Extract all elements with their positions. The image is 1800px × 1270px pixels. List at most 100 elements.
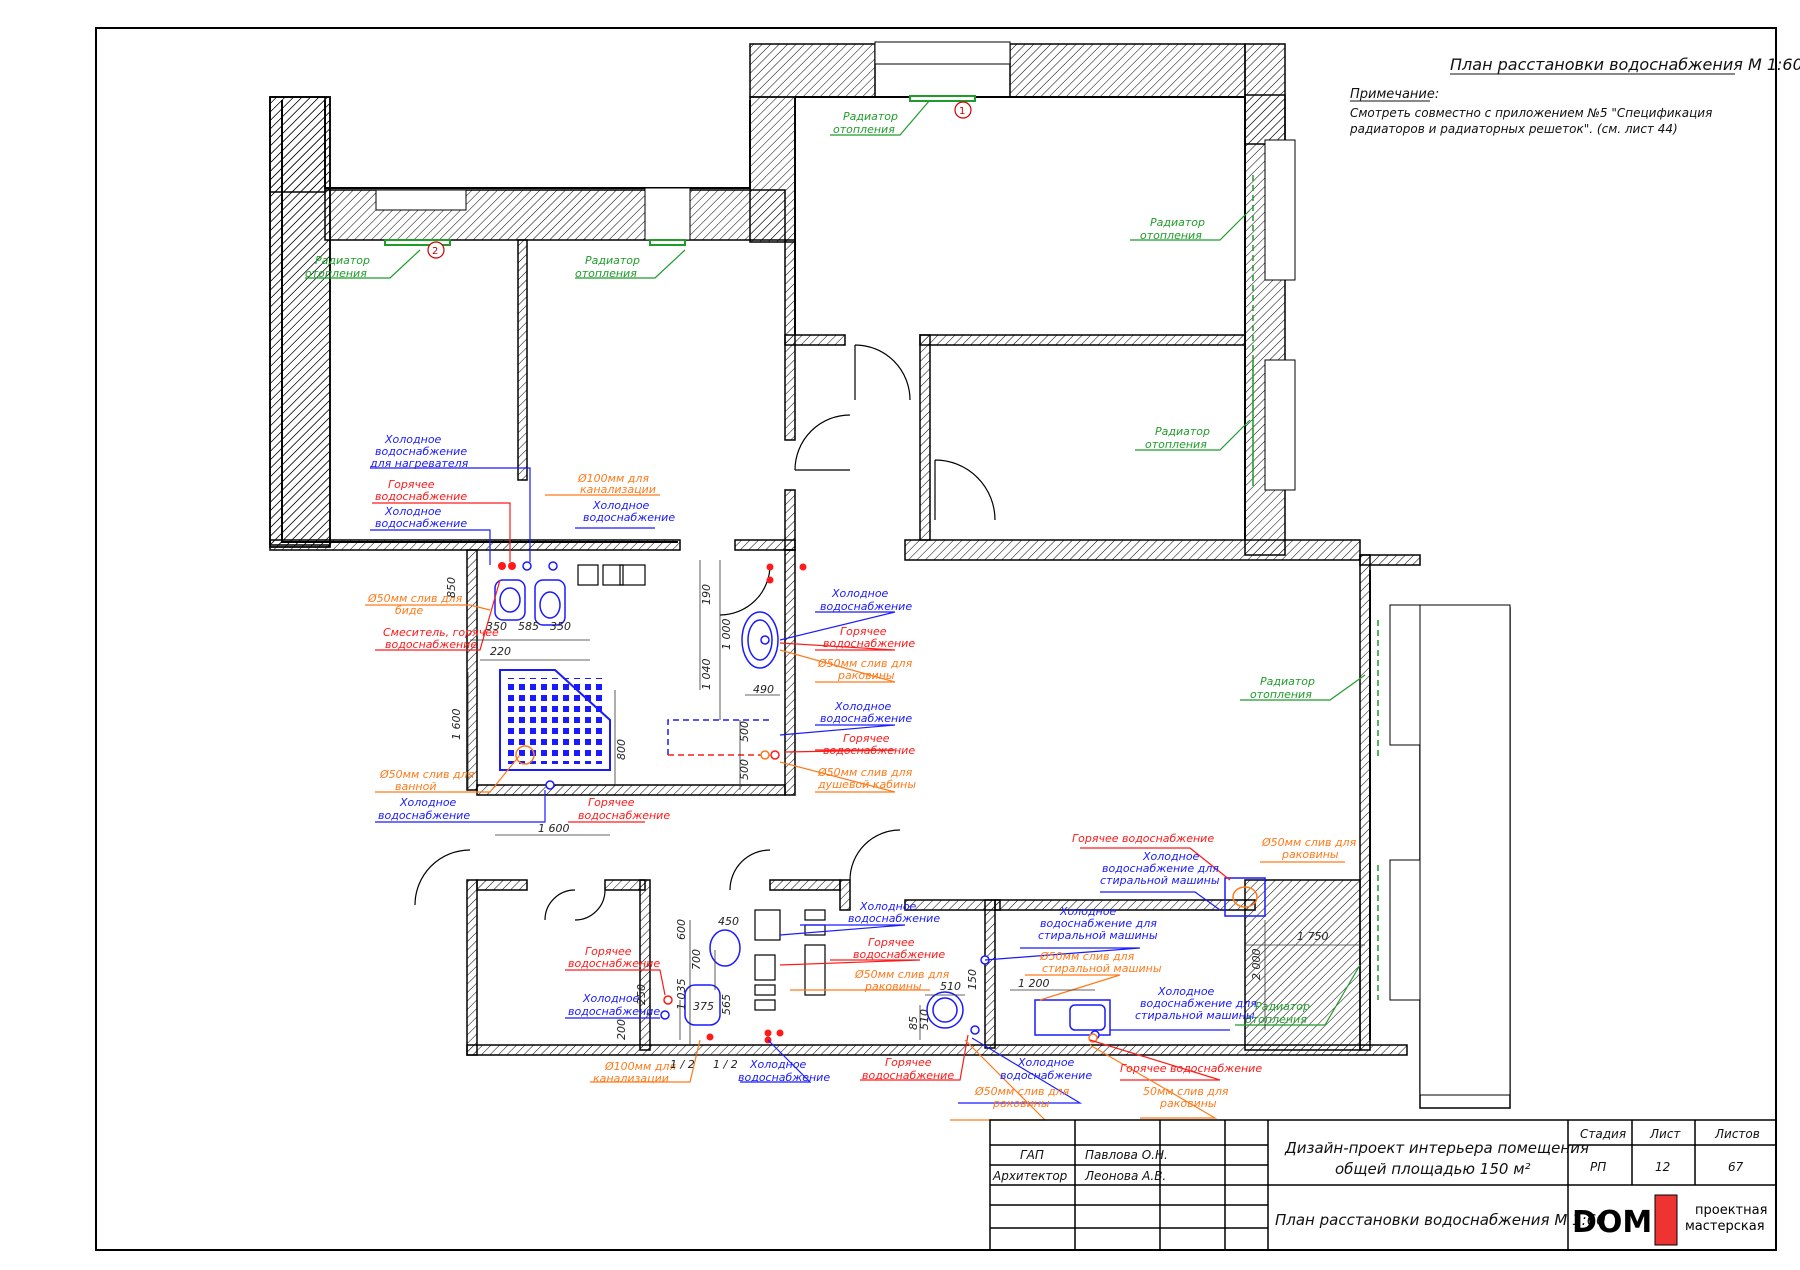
svg-text:Горячее: Горячее xyxy=(840,625,887,638)
washbasin-fixture xyxy=(741,611,779,669)
svg-text:150: 150 xyxy=(966,969,979,990)
svg-text:510: 510 xyxy=(940,980,961,993)
svg-text:Радиатор: Радиатор xyxy=(843,110,898,123)
svg-text:Холодное: Холодное xyxy=(859,900,917,913)
svg-text:1 600: 1 600 xyxy=(450,709,463,741)
svg-text:600: 600 xyxy=(675,919,688,940)
svg-text:стиральной машины: стиральной машины xyxy=(1038,929,1158,942)
svg-text:50мм слив для: 50мм слив для xyxy=(1143,1085,1229,1098)
title-block xyxy=(989,1119,1777,1251)
svg-text:Холодное: Холодное xyxy=(384,433,442,446)
project-title-line-2: общей площадью 150 м² xyxy=(1335,1160,1531,1178)
svg-text:раковины: раковины xyxy=(1159,1097,1217,1110)
doors xyxy=(414,344,996,921)
windows xyxy=(375,41,1511,1096)
svg-text:водоснабжение: водоснабжение xyxy=(375,490,467,503)
svg-text:Холодное: Холодное xyxy=(1017,1056,1075,1069)
svg-text:проектная: проектная xyxy=(1695,1203,1767,1218)
svg-text:водоснабжение: водоснабжение xyxy=(568,957,660,970)
svg-text:Горячее: Горячее xyxy=(388,478,435,491)
svg-text:Горячее: Горячее xyxy=(588,796,635,809)
svg-text:1 040: 1 040 xyxy=(700,659,713,691)
svg-text:раковины: раковины xyxy=(864,980,922,993)
svg-text:Горячее водоснабжение: Горячее водоснабжение xyxy=(1072,832,1214,845)
project-title-line-1: Дизайн-проект интерьера помещения xyxy=(1284,1139,1589,1157)
svg-text:Павлова О.Н.: Павлова О.Н. xyxy=(1085,1148,1168,1162)
svg-text:водоснабжение: водоснабжение xyxy=(578,809,670,822)
svg-text:585: 585 xyxy=(518,620,539,633)
toilet-lower-fixture xyxy=(684,984,721,1026)
svg-text:водоснабжение: водоснабжение xyxy=(823,637,915,650)
svg-text:водоснабжение: водоснабжение xyxy=(738,1071,830,1084)
svg-text:220: 220 xyxy=(490,645,511,658)
svg-text:Холодное: Холодное xyxy=(384,505,442,518)
title-block-texts: ГАП Павлова О.Н. Архитектор Леонова А.В.… xyxy=(992,1127,1767,1246)
svg-text:Горячее: Горячее xyxy=(585,945,632,958)
sheet-frame xyxy=(95,27,1777,1251)
svg-text:ванной: ванной xyxy=(395,780,437,793)
svg-text:душевой кабины: душевой кабины xyxy=(817,778,916,791)
svg-text:Радиатор: Радиатор xyxy=(1150,216,1205,229)
svg-text:Горячее водоснабжение: Горячее водоснабжение xyxy=(1120,1062,1262,1075)
svg-text:водоснабжение: водоснабжение xyxy=(853,948,945,961)
svg-text:500: 500 xyxy=(738,759,751,780)
svg-text:Горячее: Горячее xyxy=(843,732,890,745)
marker-1-label: 1 xyxy=(959,106,965,117)
svg-text:стиральной машины: стиральной машины xyxy=(1135,1009,1255,1022)
svg-text:1 / 2: 1 / 2 xyxy=(713,1058,738,1071)
svg-text:водоснабжение: водоснабжение xyxy=(385,638,477,651)
svg-text:Холодное: Холодное xyxy=(399,796,457,809)
svg-text:85: 85 xyxy=(907,1016,920,1030)
svg-text:водоснабжение: водоснабжение xyxy=(820,600,912,613)
svg-text:1 750: 1 750 xyxy=(1297,930,1329,943)
svg-text:Радиатор: Радиатор xyxy=(315,254,370,267)
svg-text:биде: биде xyxy=(395,604,424,617)
svg-text:350: 350 xyxy=(550,620,571,633)
svg-text:375: 375 xyxy=(693,1000,714,1013)
toilet-fixture xyxy=(534,579,566,626)
svg-text:1 000: 1 000 xyxy=(720,619,733,651)
svg-text:1 / 2: 1 / 2 xyxy=(670,1058,695,1071)
laundry-sink-fixture xyxy=(1224,877,1266,917)
svg-text:2 000: 2 000 xyxy=(1250,949,1263,981)
svg-text:1 035: 1 035 xyxy=(675,979,688,1011)
svg-text:Лист: Лист xyxy=(1649,1127,1681,1141)
pipe-points xyxy=(498,561,1100,1044)
svg-text:Холодное: Холодное xyxy=(1142,850,1200,863)
svg-text:450: 450 xyxy=(718,915,739,928)
room-outlines xyxy=(281,96,1371,1040)
svg-text:Ø50мм слив для: Ø50мм слив для xyxy=(1039,950,1135,963)
leaders xyxy=(305,99,1366,1121)
svg-text:отопления: отопления xyxy=(1140,229,1202,242)
svg-text:67: 67 xyxy=(1728,1160,1744,1174)
svg-text:800: 800 xyxy=(615,739,628,760)
svg-text:мастерская: мастерская xyxy=(1685,1219,1765,1234)
svg-text:Ø50мм слив для: Ø50мм слив для xyxy=(817,766,913,779)
dashed-lines xyxy=(667,175,1379,1000)
bidet-fixture xyxy=(494,579,526,621)
svg-text:1 200: 1 200 xyxy=(1018,977,1050,990)
svg-text:Архитектор: Архитектор xyxy=(992,1169,1068,1183)
svg-text:Ø100мм для: Ø100мм для xyxy=(577,472,649,485)
note-line-2: радиаторов и радиаторных решеток". (см. … xyxy=(1349,122,1678,136)
svg-text:Холодное: Холодное xyxy=(749,1058,807,1071)
kitchen-sink-fixture xyxy=(1034,999,1111,1036)
svg-text:500: 500 xyxy=(738,721,751,742)
svg-text:водоснабжение: водоснабжение xyxy=(375,445,467,458)
svg-text:Радиатор: Радиатор xyxy=(585,254,640,267)
shower-tray-fixture xyxy=(499,669,611,771)
svg-text:Радиатор: Радиатор xyxy=(1260,675,1315,688)
svg-text:Холодное: Холодное xyxy=(592,499,650,512)
svg-text:250: 250 xyxy=(635,984,648,1005)
cabinets xyxy=(577,564,826,1011)
svg-text:водоснабжение для: водоснабжение для xyxy=(1040,917,1157,930)
sheet-title: План расстановки водоснабжения М 1:60 xyxy=(1275,1211,1606,1229)
walls xyxy=(269,43,1511,1109)
svg-text:Ø50мм слив для: Ø50мм слив для xyxy=(379,768,475,781)
svg-text:отопления: отопления xyxy=(575,267,637,280)
svg-text:водоснабжение для: водоснабжение для xyxy=(1140,997,1257,1010)
svg-text:канализации: канализации xyxy=(580,483,656,496)
svg-text:водоснабжение: водоснабжение xyxy=(820,712,912,725)
svg-text:Холодное: Холодное xyxy=(831,587,889,600)
